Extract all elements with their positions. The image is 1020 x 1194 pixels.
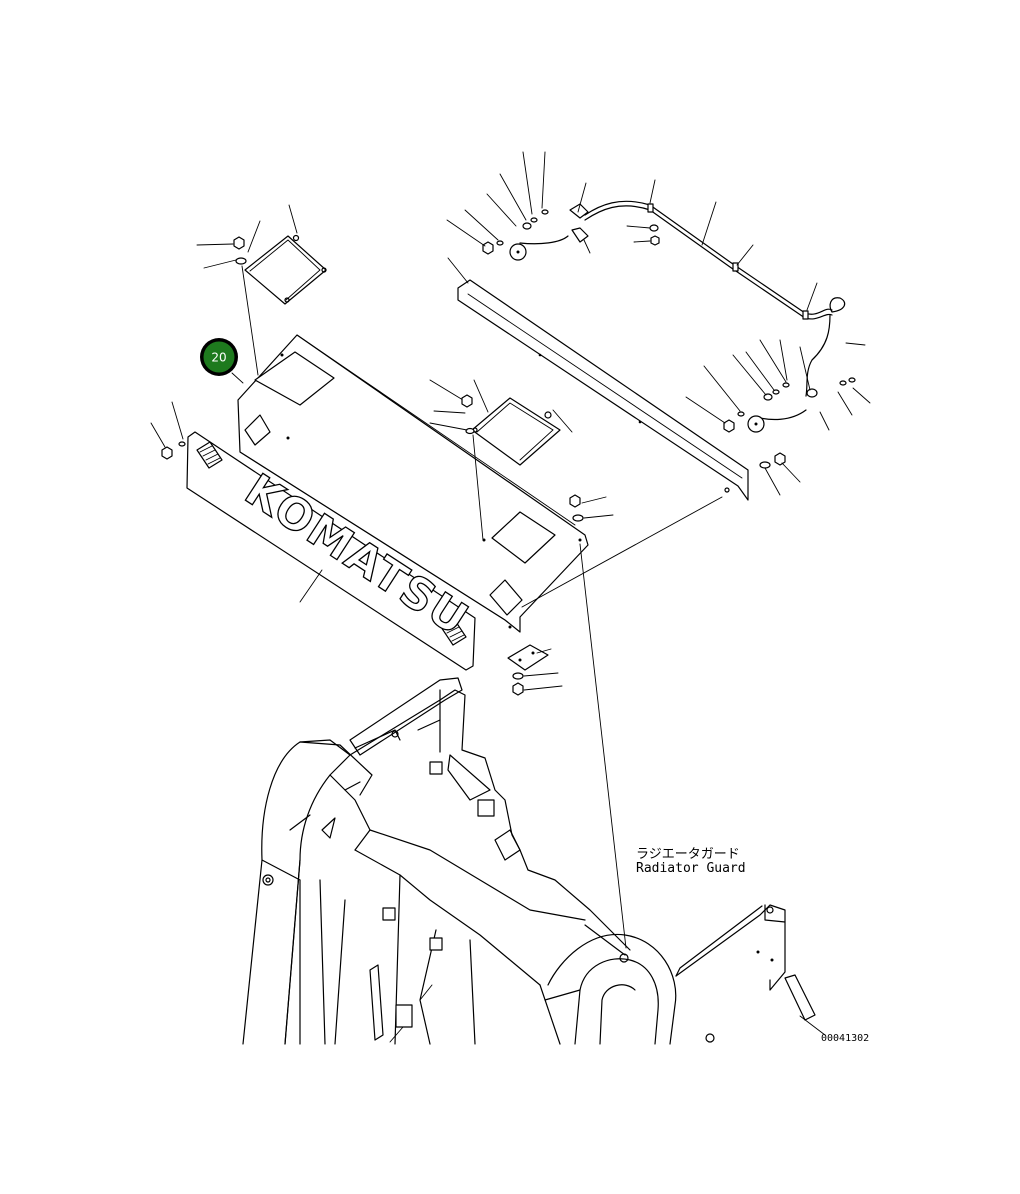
small-cover-plate-left [196, 204, 327, 376]
long-bracket [447, 257, 749, 501]
upper-cover-plate [237, 334, 723, 633]
small-cover-plate-middle [429, 379, 573, 541]
radiator-guard-label-en: Radiator Guard [636, 861, 746, 876]
grille-left [196, 441, 223, 469]
part-callout-20[interactable]: 20 [200, 338, 238, 376]
radiator-guard-label-jp: ラジエータガード [636, 847, 740, 862]
wiring-harness [519, 179, 866, 421]
hardware-cluster-middle [507, 494, 627, 949]
hardware-cluster-right [685, 339, 871, 496]
drawing-code: 00041302 [821, 1033, 869, 1044]
grille-right [440, 618, 467, 646]
bolt-left-top [196, 236, 247, 269]
radiator-guard-frame [242, 677, 826, 1045]
hardware-cluster-top [446, 151, 660, 261]
bolt-left-panel [150, 401, 186, 460]
callout-number: 20 [211, 351, 226, 365]
